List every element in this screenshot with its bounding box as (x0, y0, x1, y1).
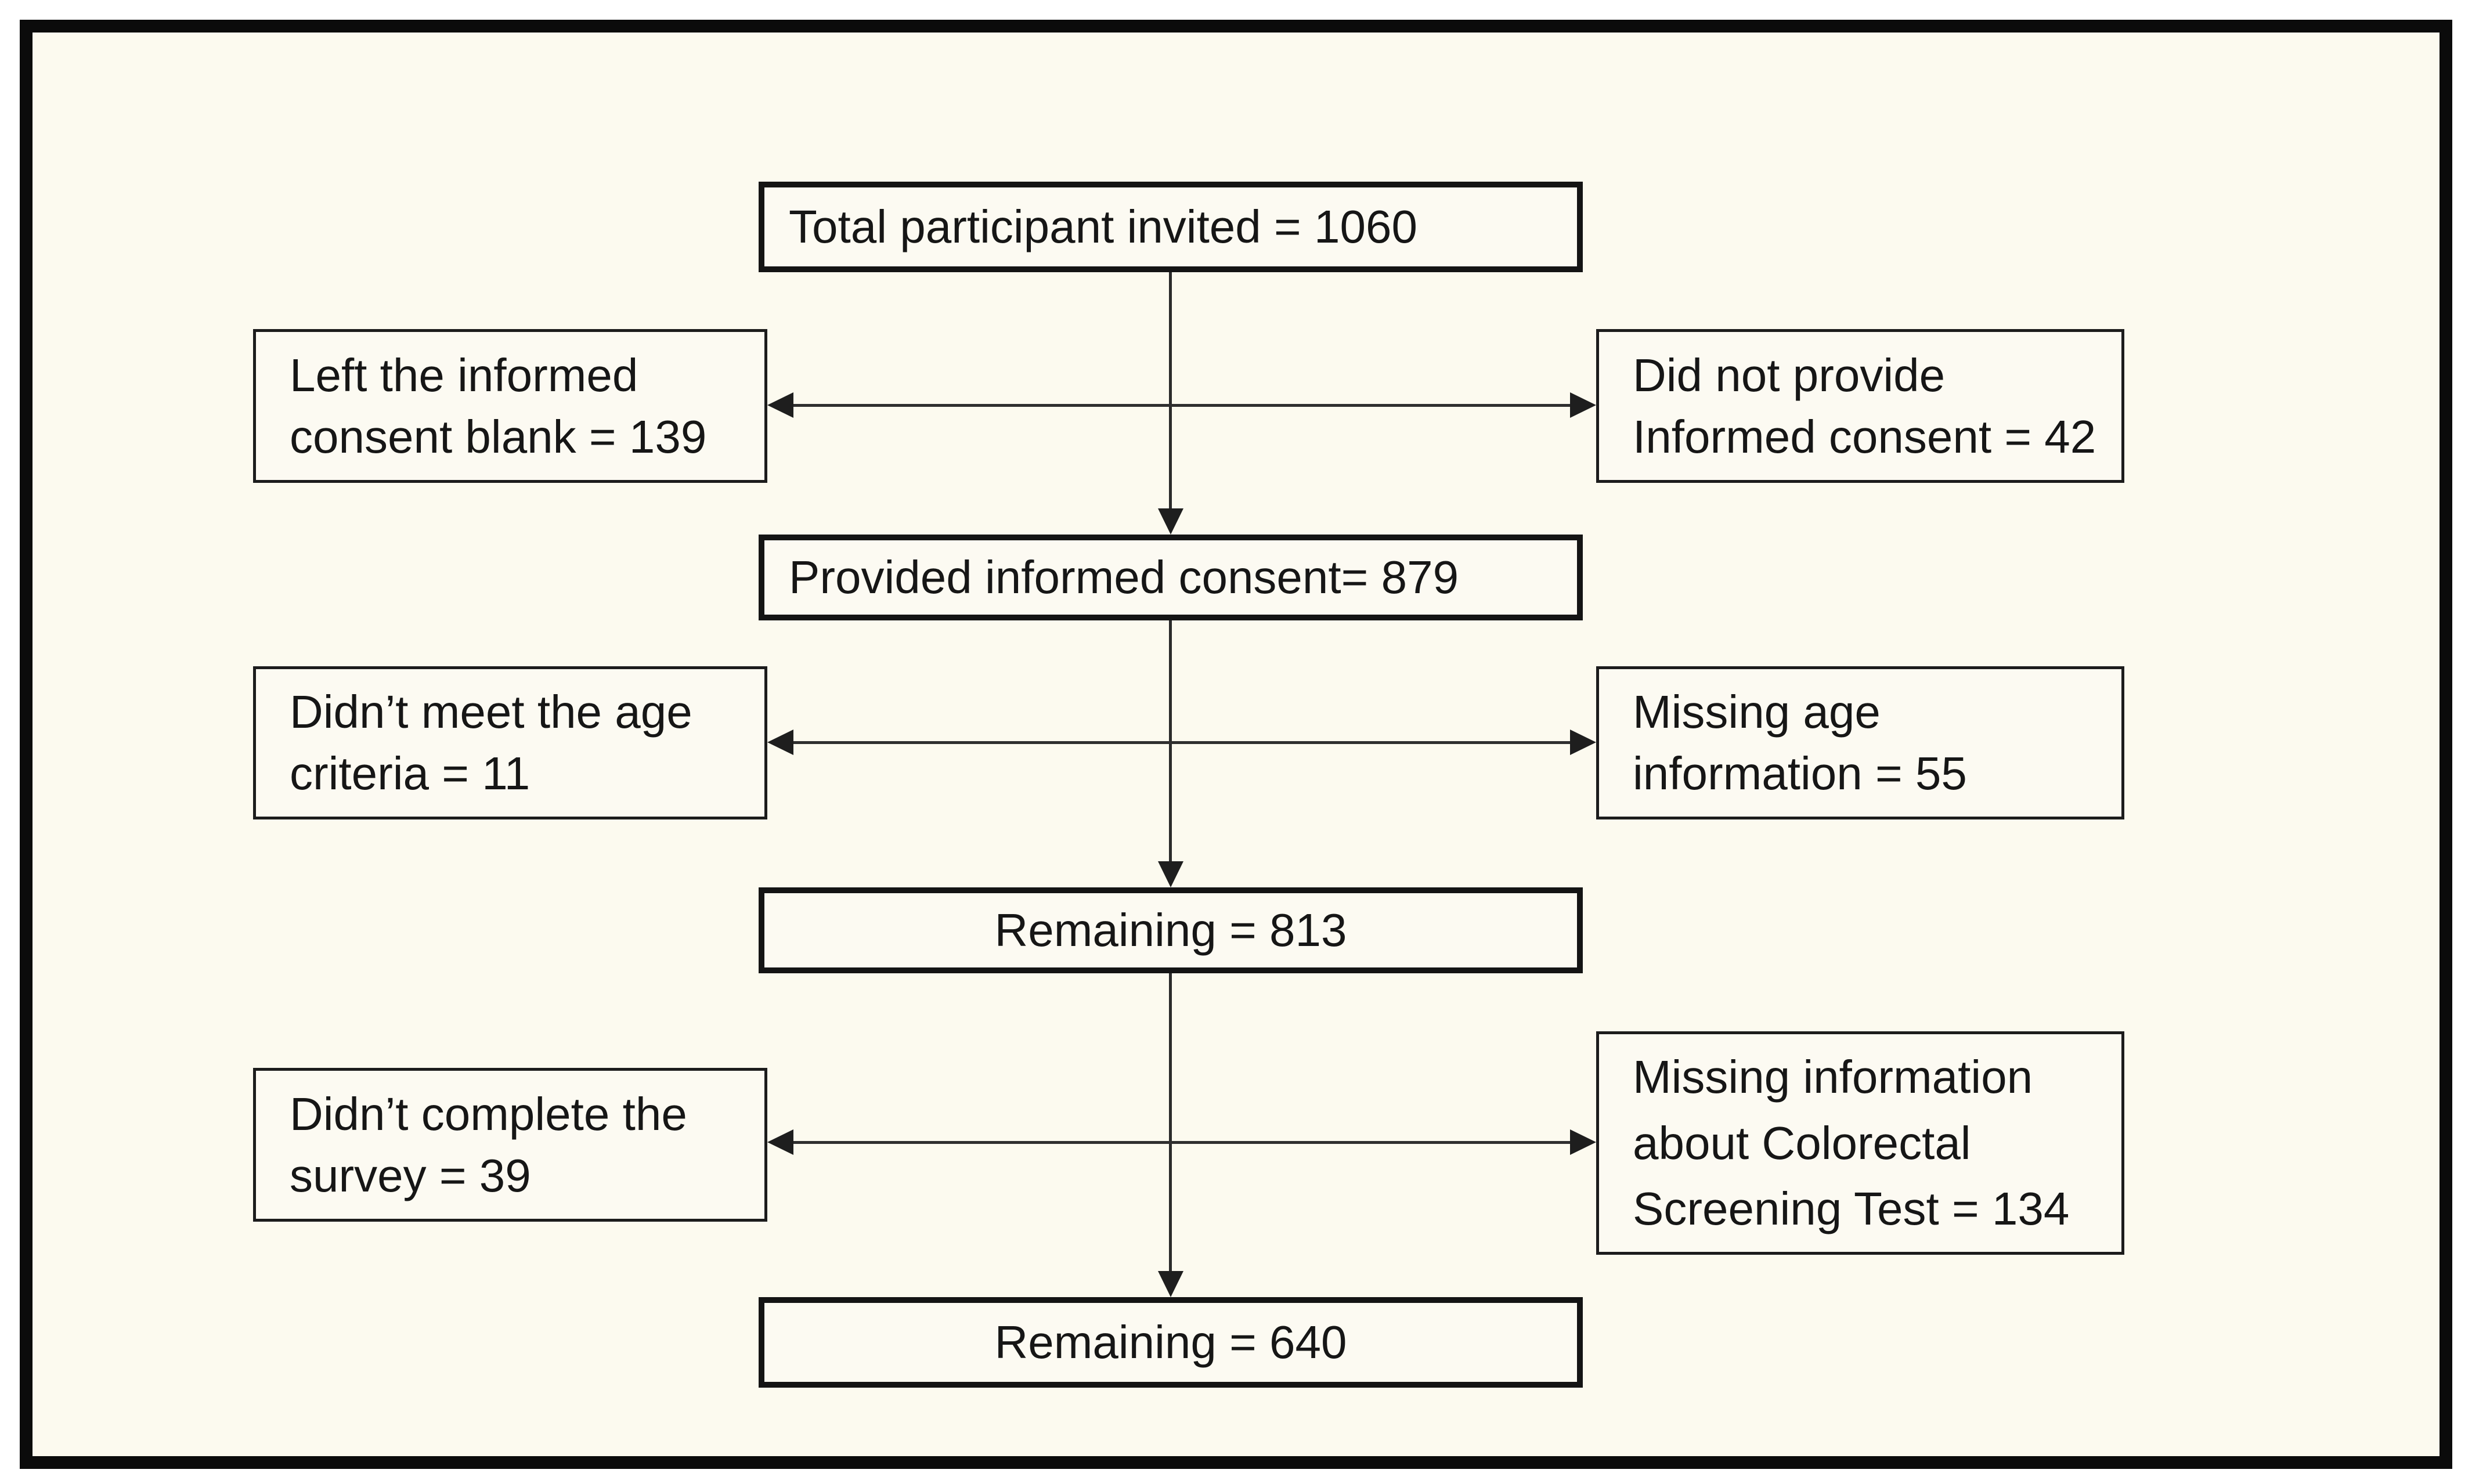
node-label: Remaining = 813 (994, 904, 1347, 956)
flow-arrow-line-1 (1169, 272, 1172, 510)
node-total-invited: Total participant invited = 1060 (759, 182, 1583, 272)
node-label: Total participant invited = 1060 (789, 201, 1417, 252)
node-left-consent-blank: Left the informed consent blank = 139 (253, 329, 767, 483)
arrowhead-right-icon (1570, 392, 1596, 418)
node-no-informed-consent: Did not provide Informed consent = 42 (1596, 329, 2124, 483)
arrowhead-down-icon (1158, 508, 1183, 535)
node-remaining-640: Remaining = 640 (759, 1297, 1583, 1388)
node-missing-age-info: Missing age information = 55 (1596, 666, 2124, 819)
node-label: Missing information about Colorectal Scr… (1633, 1051, 2070, 1235)
node-incomplete-survey: Didn’t complete the survey = 39 (253, 1068, 767, 1222)
exclusion-arrow-line-row2 (792, 741, 1571, 744)
node-label: Left the informed consent blank = 139 (290, 349, 707, 463)
node-label: Didn’t complete the survey = 39 (290, 1088, 687, 1201)
arrowhead-left-icon (767, 730, 793, 755)
arrowhead-right-icon (1570, 1129, 1596, 1155)
exclusion-arrow-line-row1 (792, 404, 1571, 407)
node-age-criteria: Didn’t meet the age criteria = 11 (253, 666, 767, 819)
node-label: Remaining = 640 (994, 1316, 1347, 1368)
arrowhead-left-icon (767, 392, 793, 418)
node-label: Did not provide Informed consent = 42 (1633, 349, 2096, 463)
arrowhead-down-icon (1158, 861, 1183, 887)
node-label: Didn’t meet the age criteria = 11 (290, 686, 692, 799)
arrowhead-down-icon (1158, 1271, 1183, 1297)
node-provided-consent: Provided informed consent= 879 (759, 535, 1583, 620)
node-remaining-813: Remaining = 813 (759, 887, 1583, 973)
node-label: Missing age information = 55 (1633, 686, 1967, 799)
arrowhead-left-icon (767, 1129, 793, 1155)
node-label: Provided informed consent= 879 (789, 551, 1459, 603)
node-missing-crc-info: Missing information about Colorectal Scr… (1596, 1031, 2124, 1255)
flow-arrow-line-3 (1169, 973, 1172, 1272)
exclusion-arrow-line-row3 (792, 1141, 1571, 1144)
arrowhead-right-icon (1570, 730, 1596, 755)
